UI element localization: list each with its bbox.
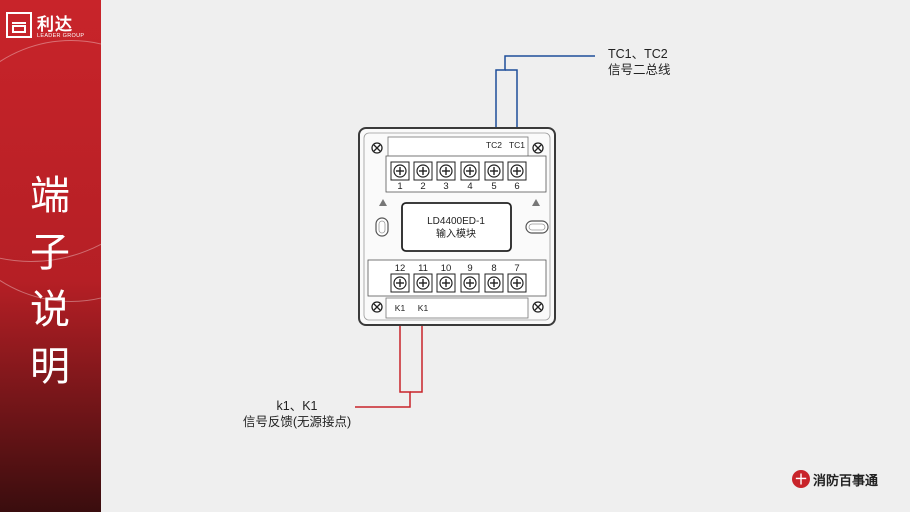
side-title-char: 子: [30, 230, 70, 276]
logo: 利达 LEADER GROUP: [6, 10, 98, 44]
terminal-screw-icon: [507, 273, 527, 293]
logo-cn: 利达: [37, 15, 73, 34]
corner-screw-icon: [371, 142, 383, 154]
signal-bus-terminals: TC1、TC2: [608, 47, 668, 61]
indicator-slot-icon: [528, 223, 546, 231]
corner-screw-icon: [532, 301, 544, 313]
terminal-number: 3: [443, 181, 448, 192]
feedback-terminals: k1、K1: [276, 399, 318, 413]
bottom-label-strip: [385, 297, 529, 319]
signal-wire-b: [505, 69, 518, 135]
brand-text: 消防百事通: [813, 472, 879, 488]
arrow-up-icon: [379, 199, 387, 206]
terminal-number: 1: [397, 181, 402, 192]
feedback-desc: 信号反馈(无源接点): [242, 415, 352, 429]
brand-watermark: 十 消防百事通: [792, 469, 878, 489]
terminal-number: 6: [514, 181, 519, 192]
terminal-number: 8: [491, 263, 496, 274]
terminal-number: 9: [467, 263, 472, 274]
side-title-char: 端: [30, 173, 70, 219]
strip-label: K1: [395, 303, 406, 313]
feedback-wire-a: [355, 325, 411, 408]
terminal-number: 2: [420, 181, 425, 192]
side-title-char: 说: [30, 287, 70, 333]
module-label-window: [401, 202, 512, 252]
indicator-led-icon: [378, 220, 386, 234]
terminal-number: 11: [418, 263, 428, 274]
corner-screw-icon: [371, 301, 383, 313]
terminal-screw-icon: [460, 161, 480, 181]
signal-bus-label: TC1、TC2 信号二总线: [608, 46, 671, 78]
terminal-number: 7: [514, 263, 519, 274]
brand-icon: 十: [792, 470, 810, 488]
sidebar: 利达 LEADER GROUP 端 子 说 明: [0, 0, 101, 512]
strip-label: TC2: [486, 140, 502, 150]
terminal-number: 5: [491, 181, 496, 192]
terminal-screw-icon: [390, 161, 410, 181]
terminal-number: 4: [467, 181, 472, 192]
signal-bus-desc: 信号二总线: [608, 63, 671, 77]
strip-label: K1: [418, 303, 429, 313]
terminal-screw-icon: [413, 161, 433, 181]
terminal-screw-icon: [484, 273, 504, 293]
side-title: 端 子 说 明: [12, 168, 88, 396]
terminal-screw-icon: [507, 161, 527, 181]
terminal-screw-icon: [436, 273, 456, 293]
terminal-number: 10: [441, 263, 452, 274]
terminal-screw-icon: [413, 273, 433, 293]
strip-label: TC1: [509, 140, 525, 150]
terminal-screw-icon: [390, 273, 410, 293]
feedback-wire-b: [410, 325, 423, 393]
module-model: LD4400ED-1: [427, 216, 485, 227]
terminal-screw-icon: [436, 161, 456, 181]
logo-icon: [6, 12, 32, 38]
terminal-screw-icon: [484, 161, 504, 181]
arrow-up-icon: [532, 199, 540, 206]
terminal-screw-icon: [460, 273, 480, 293]
side-title-char: 明: [30, 344, 70, 390]
module-name: 输入模块: [436, 227, 476, 240]
terminal-number: 12: [395, 263, 406, 274]
logo-en: LEADER GROUP: [37, 33, 85, 39]
feedback-label: k1、K1 信号反馈(无源接点): [236, 398, 358, 430]
module-inner: [363, 132, 551, 321]
top-label-strip: [387, 136, 529, 158]
corner-screw-icon: [532, 142, 544, 154]
signal-wire-a: [495, 55, 595, 135]
